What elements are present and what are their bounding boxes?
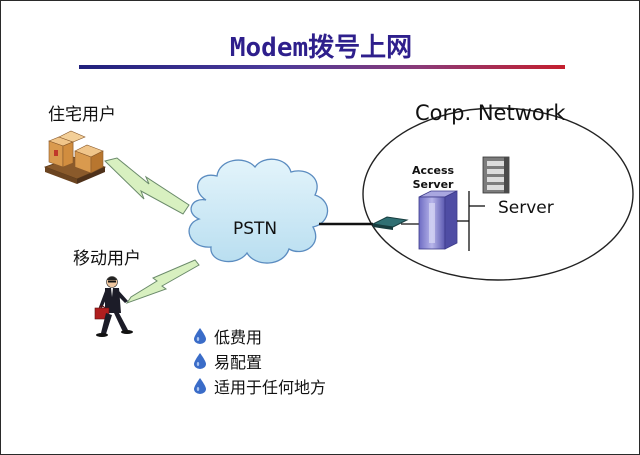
page-title: Modem拨号上网 <box>229 33 413 63</box>
mobile-user-person-icon <box>94 276 133 337</box>
title-underline <box>79 65 565 69</box>
home-user-label: 住宅用户 <box>48 105 116 125</box>
corp-network-label: Corp. Network <box>415 101 566 125</box>
mobile-link-lightning <box>125 259 200 304</box>
feature-list: 低费用 易配置 适用于任何地方 <box>194 323 326 398</box>
droplet-bullet-icon <box>194 352 206 369</box>
feature-text: 易配置 <box>214 352 263 372</box>
access-server-label-line1: Access <box>412 164 455 177</box>
server-rack-icon <box>482 156 510 194</box>
server-label: Server <box>498 198 554 218</box>
access-server-icon <box>418 190 458 250</box>
pstn-cloud <box>188 158 329 264</box>
pstn-label: PSTN <box>233 219 278 239</box>
feature-text: 低费用 <box>214 327 263 347</box>
feature-item: 低费用 <box>194 323 326 348</box>
access-server-label: Access Server <box>412 164 454 192</box>
feature-item: 适用于任何地方 <box>194 373 326 398</box>
droplet-bullet-icon <box>194 327 206 344</box>
feature-text: 适用于任何地方 <box>214 377 327 397</box>
droplet-bullet-icon <box>194 377 206 394</box>
home-user-boxes-icon <box>43 130 107 184</box>
home-link-lightning <box>104 157 190 215</box>
modem-icon <box>371 216 409 230</box>
access-server-label-line2: Server <box>412 178 454 191</box>
mobile-user-label: 移动用户 <box>73 249 141 269</box>
feature-item: 易配置 <box>194 348 326 373</box>
corp-network-ellipse <box>362 107 634 281</box>
